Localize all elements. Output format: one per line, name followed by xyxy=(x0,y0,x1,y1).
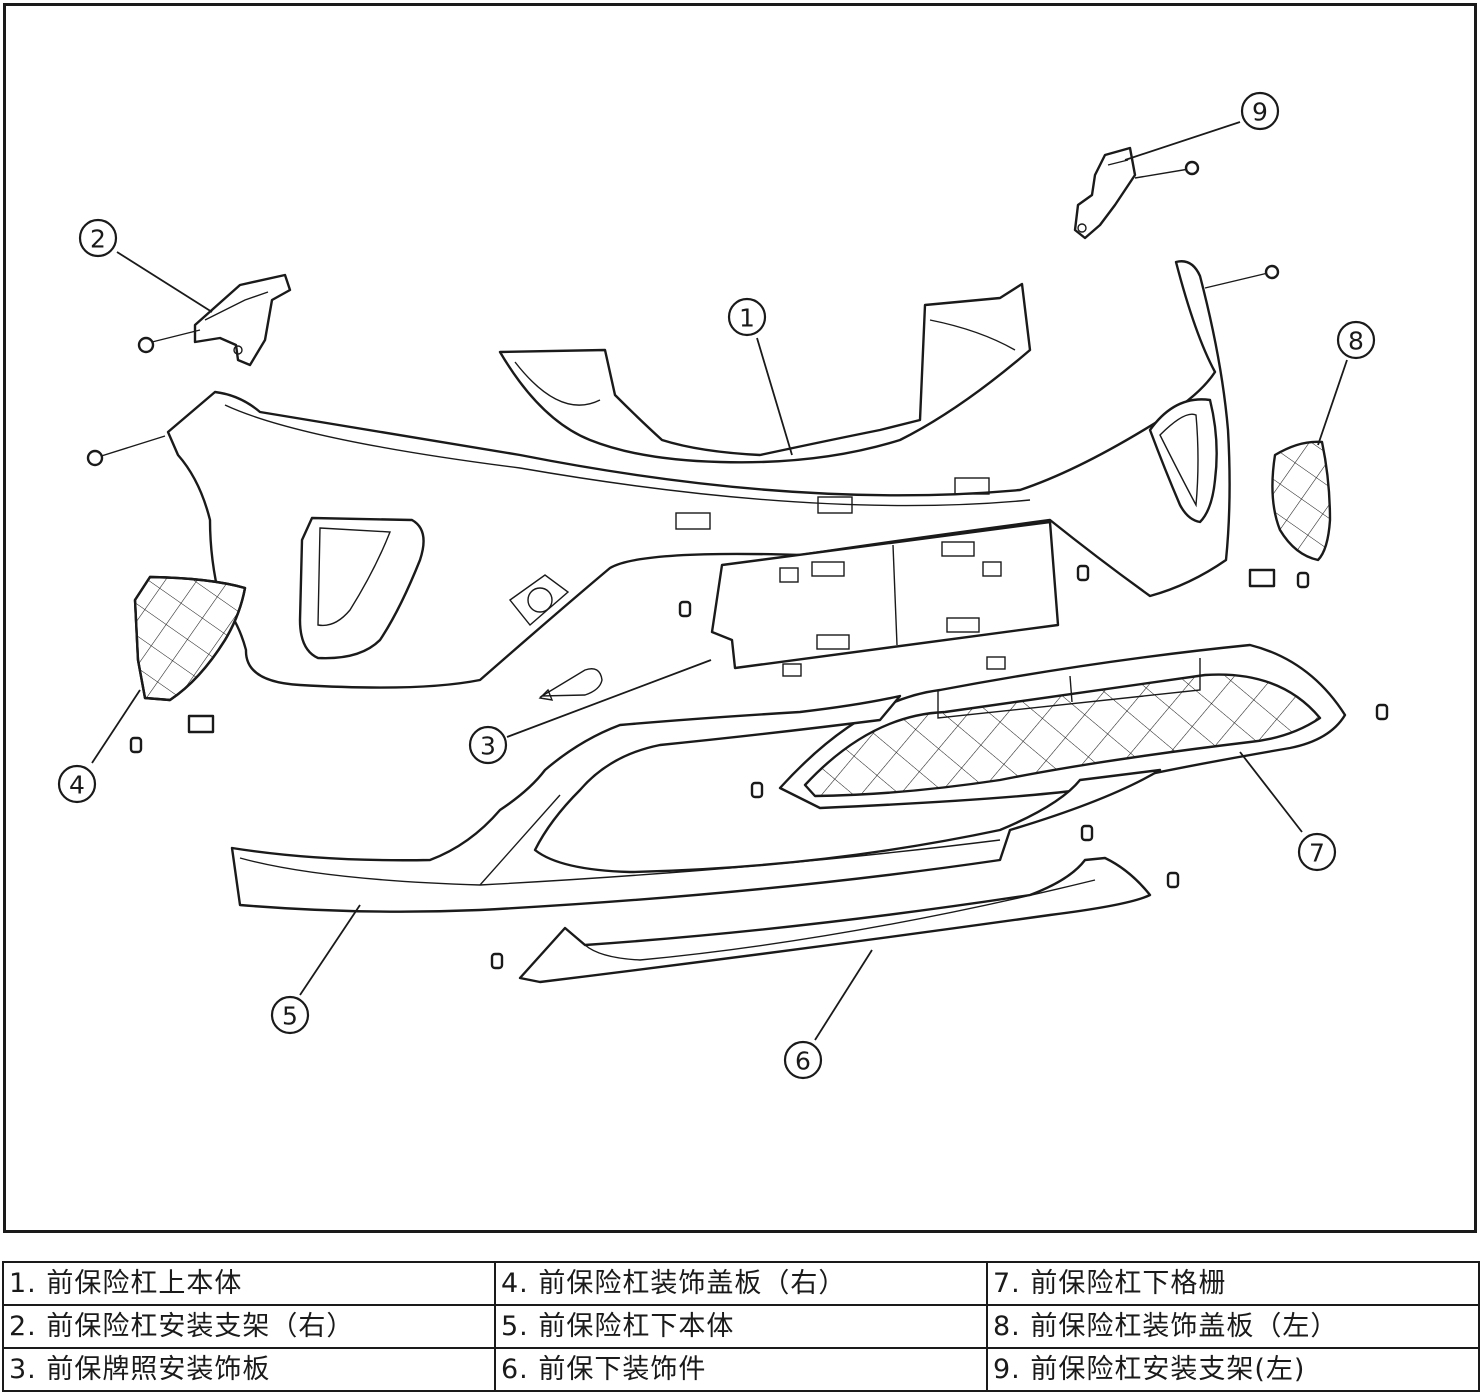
legend-cell: 1. 前保险杠上本体 xyxy=(2,1261,496,1306)
callout-5: 5 xyxy=(270,995,310,1035)
callout-label: 5 xyxy=(282,1002,298,1031)
legend-cell: 8. 前保险杠装饰盖板（左） xyxy=(986,1304,1480,1349)
legend-cell: 4. 前保险杠装饰盖板（右） xyxy=(494,1261,988,1306)
decorative-cover-right xyxy=(133,575,247,702)
callout-3: 3 xyxy=(468,725,508,765)
exploded-bumper-diagram: 1 2 3 4 5 6 7 8 9 xyxy=(57,91,1389,1080)
callout-label: 3 xyxy=(480,732,496,761)
mounting-bracket-left xyxy=(1073,146,1200,240)
callout-9: 9 xyxy=(1240,91,1280,131)
decorative-cover-left xyxy=(1271,440,1332,562)
callout-2: 2 xyxy=(78,218,118,258)
callout-label: 8 xyxy=(1348,327,1364,356)
leader-lines xyxy=(91,121,1348,1041)
parts-legend-table: 1. 前保险杠上本体 4. 前保险杠装饰盖板（右） 7. 前保险杠下格栅 2. … xyxy=(2,1261,1480,1392)
legend-cell: 9. 前保险杠安装支架(左) xyxy=(986,1347,1480,1392)
callout-7: 7 xyxy=(1297,832,1337,872)
license-plate-bracket xyxy=(710,520,1060,677)
callout-label: 7 xyxy=(1309,839,1325,868)
lower-grille xyxy=(778,643,1347,810)
legend-row: 3. 前保牌照安装饰板 6. 前保下装饰件 9. 前保险杠安装支架(左) xyxy=(2,1347,1480,1392)
upper-bumper-body xyxy=(166,260,1231,689)
legend-cell: 3. 前保牌照安装饰板 xyxy=(2,1347,496,1392)
callout-8: 8 xyxy=(1336,320,1376,360)
callout-label: 2 xyxy=(90,225,106,254)
callout-label: 4 xyxy=(69,771,85,800)
mounting-bracket-right xyxy=(137,273,292,367)
legend-cell: 6. 前保下装饰件 xyxy=(494,1347,988,1392)
lower-bumper-body xyxy=(230,694,1162,913)
legend-cell: 7. 前保险杠下格栅 xyxy=(986,1261,1480,1306)
fasteners xyxy=(86,264,1389,970)
legend-cell: 2. 前保险杠安装支架（右） xyxy=(2,1304,496,1349)
legend-row: 1. 前保险杠上本体 4. 前保险杠装饰盖板（右） 7. 前保险杠下格栅 xyxy=(2,1261,1480,1306)
callout-1: 1 xyxy=(727,297,767,337)
callout-6: 6 xyxy=(783,1040,823,1080)
legend-cell: 5. 前保险杠下本体 xyxy=(494,1304,988,1349)
legend-row: 2. 前保险杠安装支架（右） 5. 前保险杠下本体 8. 前保险杠装饰盖板（左） xyxy=(2,1304,1480,1349)
callout-label: 9 xyxy=(1252,98,1268,127)
lower-trim-piece xyxy=(518,856,1152,984)
callout-label: 6 xyxy=(795,1047,811,1076)
callout-label: 1 xyxy=(739,304,755,333)
callout-4: 4 xyxy=(57,764,97,804)
